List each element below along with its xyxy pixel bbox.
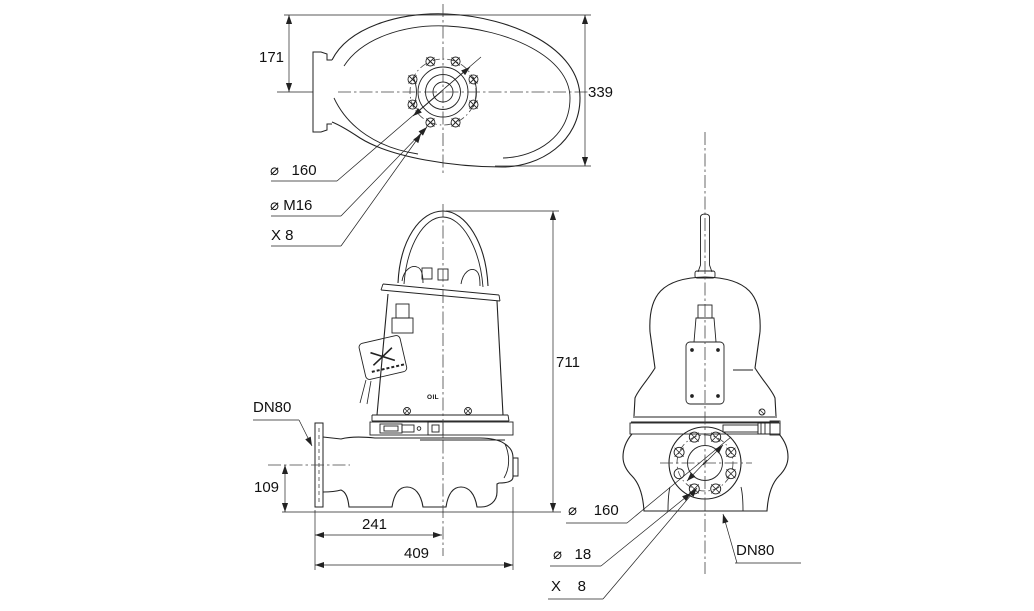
suction-flange-top: [312, 51, 332, 133]
cable-gland-front: [358, 303, 414, 405]
dim-label-109: 109: [254, 479, 280, 496]
label-flange-dn80-side: DN80: [736, 542, 775, 559]
bolts-top: [407, 56, 479, 128]
label-bolt-thread-top: ⌀ M16: [270, 197, 313, 214]
volute-outline-front: [322, 436, 514, 508]
label-bolt-circle-side: ⌀ 160: [568, 502, 619, 519]
front-view-dimensions: [253, 210, 561, 570]
motor-body-front: [376, 293, 504, 416]
dim-label-339: 339: [588, 84, 614, 101]
label-oil: OIL: [427, 394, 440, 401]
top-view-dimensions: [271, 14, 591, 247]
dim-label-711: 711: [556, 354, 580, 371]
label-bolt-count-top: X 8: [271, 227, 294, 244]
dim-label-241: 241: [362, 516, 388, 533]
top-view: [312, 4, 588, 176]
label-bolt-count-side: X 8: [551, 578, 587, 595]
dim-label-171: 171: [259, 49, 285, 66]
label-bolt-hole-side: ⌀ 18: [553, 546, 592, 563]
label-bolt-circle-top: ⌀ 160: [270, 162, 317, 179]
volute-outline-top: [331, 13, 581, 168]
volute-outline-side: [622, 433, 789, 512]
side-view-dimensions: [548, 436, 801, 600]
front-view: [268, 204, 519, 556]
housing-bolts-front: [403, 407, 472, 415]
label-flange-dn80-front: DN80: [253, 399, 292, 416]
dim-label-409: 409: [404, 545, 430, 562]
clamp-band: [369, 421, 514, 436]
side-view: [622, 132, 789, 574]
grundfos-logo: [370, 347, 396, 366]
